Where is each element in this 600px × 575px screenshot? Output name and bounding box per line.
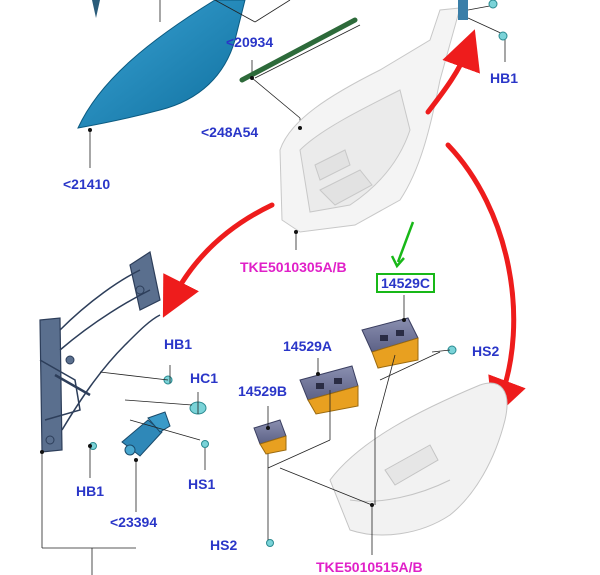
window-glass — [77, 0, 246, 129]
label-hc1: HC1 — [190, 370, 219, 386]
switch-14529A — [299, 365, 359, 415]
switch-14529C — [361, 317, 419, 369]
label-hb1-left: HB1 — [164, 336, 193, 352]
leader-endpoints — [40, 76, 406, 507]
door-frame — [279, 7, 461, 233]
glass-run-seal — [239, 17, 358, 83]
window-regulator — [39, 251, 161, 453]
assembly-arrows — [162, 29, 526, 419]
label-248A54: <248A54 — [201, 124, 259, 140]
label-14529C: 14529C — [376, 273, 436, 293]
door-trim-panel — [329, 382, 508, 536]
label-14529B: 14529B — [238, 383, 288, 399]
hinge-hb1-top — [458, 0, 508, 41]
leader-lines-left — [41, 365, 206, 575]
highlight-arrow — [396, 221, 415, 263]
label-hs2-bottom: HS2 — [210, 537, 238, 553]
label-hb1-bottom: HB1 — [76, 483, 105, 499]
motor — [121, 411, 171, 457]
label-trim-panel: TKE5010515A/B — [316, 559, 423, 575]
label-hs1: HS1 — [188, 476, 216, 492]
label-20934: <20934 — [226, 34, 274, 50]
label-14529A: 14529A — [283, 338, 333, 354]
leader-lines-right — [267, 295, 451, 555]
switch-14529B — [253, 419, 287, 455]
label-23394: <23394 — [110, 514, 158, 530]
label-hb1-top: HB1 — [490, 70, 519, 86]
label-hs2-right: HS2 — [472, 343, 500, 359]
bolts-right — [266, 345, 457, 547]
label-door-frame: TKE5010305A/B — [240, 259, 347, 275]
label-21410: <21410 — [63, 176, 111, 192]
